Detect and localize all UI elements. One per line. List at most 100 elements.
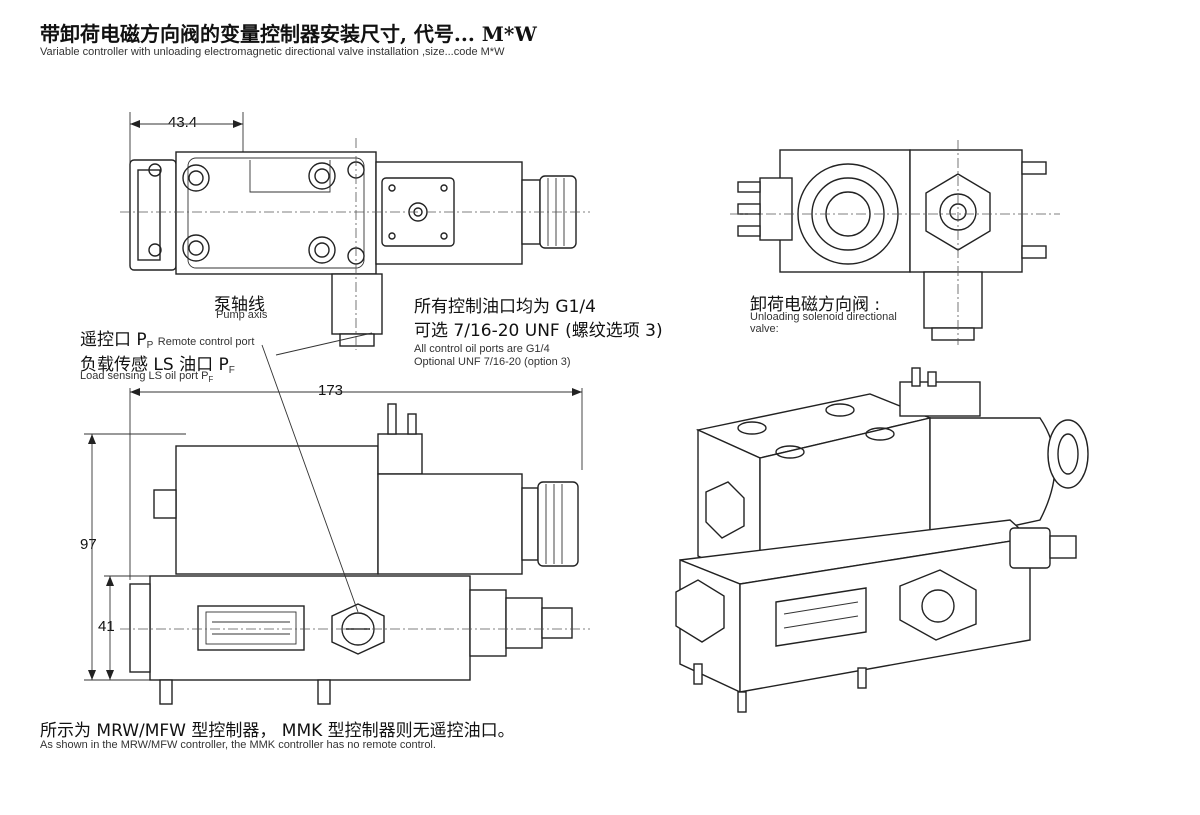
iso-lower-hex — [675, 579, 725, 643]
iso-foot-1 — [693, 663, 703, 685]
dim173-arrow-right — [572, 388, 582, 396]
iso-port-fitting — [899, 569, 977, 641]
front-knob-neck — [521, 487, 539, 561]
leader-remote-port — [261, 344, 359, 613]
iso-left-hex — [705, 481, 745, 539]
title-cn: 带卸荷电磁方向阀的变量控制器安装尺寸, 代号... M*W — [40, 22, 537, 46]
cap-bolt-2 — [148, 243, 162, 257]
connector-pin-1 — [388, 184, 396, 192]
end-view — [730, 140, 1060, 345]
connector-pin-3 — [388, 232, 396, 240]
iso-foot-3 — [857, 667, 867, 689]
dim97-arrow-bottom — [88, 670, 96, 680]
iso-pin-2 — [927, 371, 937, 387]
front-right-body — [505, 597, 543, 649]
end-view-connector — [759, 177, 793, 241]
load-sensing-label-en-text: Load sensing LS oil port P — [80, 370, 209, 382]
isometric-view — [675, 367, 1089, 713]
end-cap-inner — [137, 169, 161, 261]
bolt-tl — [182, 164, 210, 192]
end-view-bottom-fitting — [923, 271, 983, 329]
load-sensing-label-cn: 负载传感 LS 油口 P — [80, 355, 229, 375]
arrow-left — [130, 120, 140, 128]
control-ports-label-cn: 所有控制油口均为 G1/4 — [414, 297, 596, 317]
iso-name-plate — [775, 587, 867, 647]
end-view-bottom-tip — [931, 327, 975, 341]
bolt-br — [308, 236, 336, 264]
dim-base-height: 41 — [98, 618, 115, 635]
end-view-stud-1 — [1021, 161, 1047, 175]
iso-lower-front — [739, 537, 1031, 693]
front-side-bolt — [153, 489, 177, 519]
end-view-pin-1 — [737, 181, 761, 193]
control-ports-label-en: All control oil ports are G1/4 — [414, 343, 550, 355]
iso-port-fitting-ring — [921, 589, 955, 623]
arrow-right — [233, 120, 243, 128]
remote-port-label-cn: 遥控口 P — [80, 330, 147, 350]
iso-knob — [1047, 419, 1089, 489]
remote-port-label: 遥控口 PP Remote control port — [80, 325, 254, 351]
load-sensing-subscript: F — [228, 365, 235, 376]
pump-axis-label-cn: 泵轴线 — [214, 295, 265, 315]
iso-connector — [899, 381, 981, 417]
front-right-stem — [541, 607, 573, 639]
unloading-valve-label-en-1: Unloading solenoid directional — [750, 311, 897, 323]
front-solenoid — [377, 473, 523, 575]
end-view-stud-2 — [1021, 245, 1047, 259]
dim-total-height: 97 — [80, 536, 97, 553]
iso-port-4 — [775, 445, 805, 459]
front-view — [84, 332, 590, 705]
end-view-pin-2 — [737, 203, 761, 215]
pump-axis-label-en: Pump axis — [216, 309, 268, 321]
iso-knob-inner — [1057, 433, 1079, 475]
dim97-arrow-top — [88, 434, 96, 444]
dim-top-width: 43.4 — [168, 114, 198, 131]
connector-pin-2 — [440, 184, 448, 192]
body-recess — [249, 160, 331, 193]
front-foot-1 — [159, 679, 173, 705]
remote-port-subscript: P — [146, 340, 154, 351]
front-foot-2 — [317, 679, 331, 705]
leader-load-sensing — [275, 332, 373, 356]
connector-pin-4 — [440, 232, 448, 240]
cap-bolt-1 — [148, 163, 162, 177]
iso-port-1 — [737, 421, 767, 435]
end-view-pin-3 — [737, 225, 761, 237]
top-view — [120, 112, 590, 350]
iso-port-2 — [825, 403, 855, 417]
front-knob — [537, 481, 579, 567]
bolt-bl-inner — [188, 240, 204, 256]
main-body — [175, 151, 377, 275]
connector-box — [381, 177, 455, 247]
iso-plate-line-2 — [783, 615, 859, 629]
name-plate — [197, 605, 305, 651]
front-pin-2 — [407, 413, 417, 435]
bolt-tr-inner — [314, 168, 330, 184]
bolt-br-inner — [314, 242, 330, 258]
iso-port-3 — [865, 427, 895, 441]
load-sensing-en-subscript: F — [208, 375, 214, 384]
option-label-cn: 可选 7/16-20 UNF (螺纹选项 3) — [414, 321, 663, 341]
iso-right-nut — [1009, 527, 1051, 569]
dim-overall-length: 173 — [318, 382, 344, 399]
front-upper-body — [175, 445, 379, 575]
load-sensing-label-en: Load sensing LS oil port PF — [80, 370, 213, 384]
iso-pin-1 — [911, 367, 921, 387]
name-plate-inner — [205, 611, 297, 645]
dim173-arrow-left — [130, 388, 140, 396]
main-body-plate — [187, 157, 365, 269]
footer-note-en: As shown in the MRW/MFW controller, the … — [40, 739, 436, 751]
dim41-arrow-bottom — [106, 670, 114, 680]
iso-right-stem — [1049, 535, 1077, 559]
front-base-endcap — [129, 583, 151, 673]
front-connector — [377, 433, 423, 475]
option-label-en: Optional UNF 7/16-20 (option 3) — [414, 356, 571, 368]
load-sensing-label: 负载传感 LS 油口 PF — [80, 350, 235, 376]
front-pin-1 — [387, 403, 397, 435]
unloading-valve-label-cn: 卸荷电磁方向阀 : — [750, 295, 881, 315]
unloading-valve-label-en-2: valve: — [750, 323, 779, 335]
bottom-fitting-tip — [339, 333, 375, 347]
footer-note-cn: 所示为 MRW/MFW 型控制器， MMK 型控制器则无遥控油口。 — [40, 721, 515, 741]
bolt-bl — [182, 234, 210, 262]
